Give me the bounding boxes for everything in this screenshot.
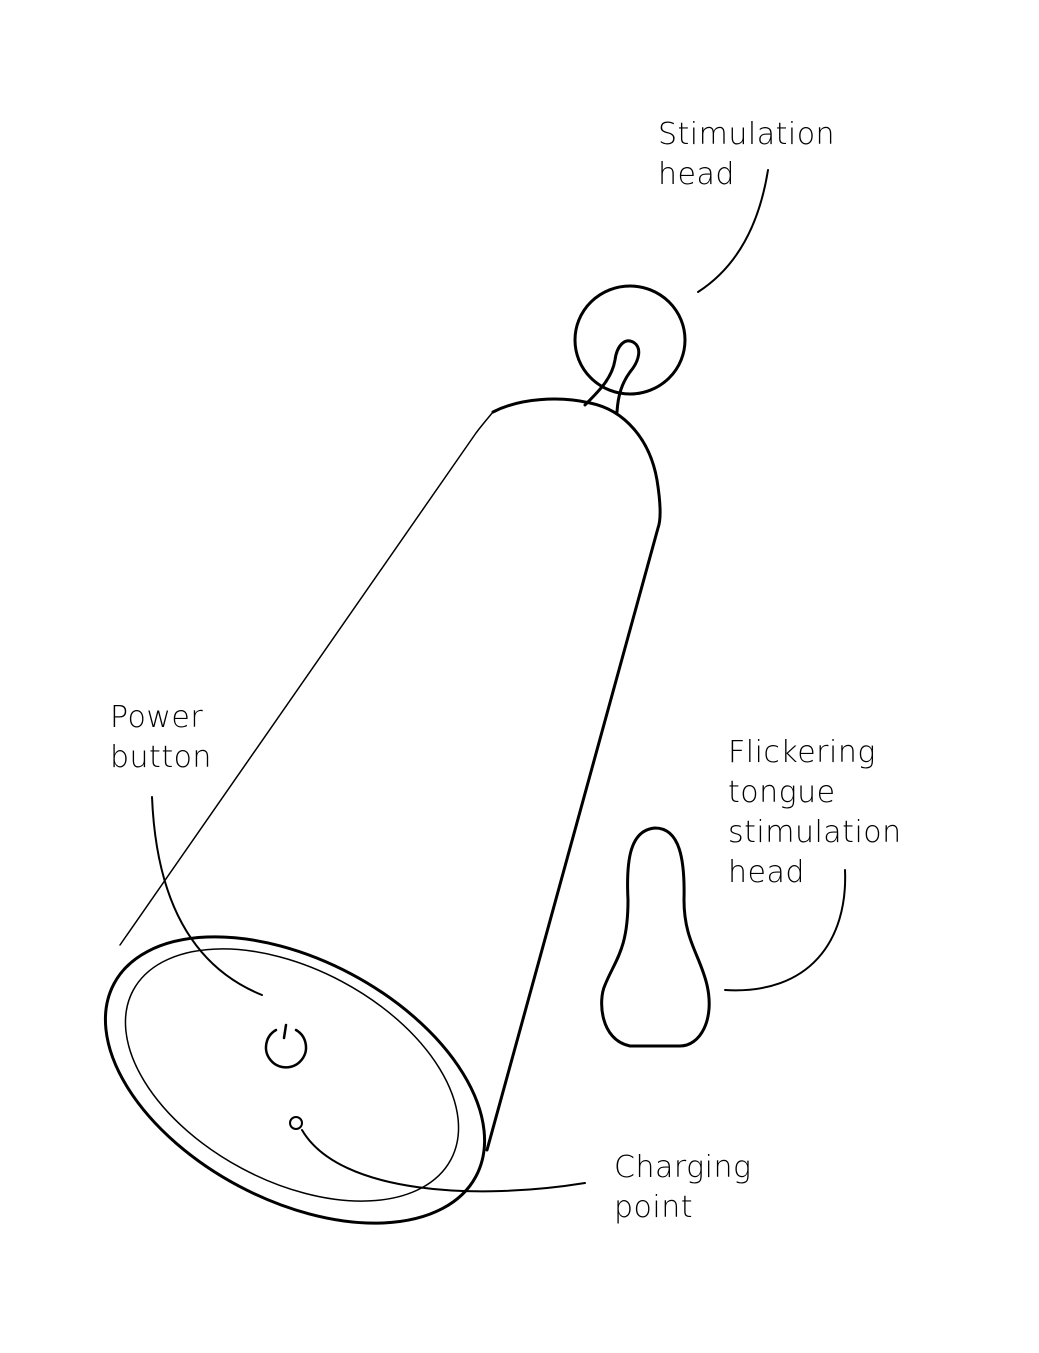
label-line: point	[614, 1190, 694, 1225]
device-body	[103, 397, 662, 1225]
label-line: stimulation	[728, 815, 902, 850]
label-line: button	[110, 740, 212, 775]
charging-port-icon	[289, 1116, 303, 1130]
leader-line-flickering-tongue	[724, 869, 847, 992]
label-power-button: Power button	[110, 698, 212, 778]
label-line: Flickering	[728, 735, 876, 770]
label-line: Stimulation	[658, 117, 836, 152]
label-stimulation-head: Stimulation head	[658, 115, 835, 195]
label-flickering-tongue: Flickering tongue stimulation head	[728, 733, 902, 893]
leader-line-stimulation-head	[697, 169, 769, 293]
leader-line-charging-point	[301, 1129, 586, 1193]
power-icon	[264, 1023, 308, 1069]
label-line: Power	[110, 700, 204, 735]
label-line: head	[658, 157, 735, 192]
leader-line-power-button	[151, 796, 263, 996]
label-charging-point: Charging point	[614, 1148, 752, 1228]
label-line: Charging	[614, 1150, 752, 1185]
stimulation-head-drawing	[573, 284, 687, 414]
flickering-tongue-drawing	[600, 826, 711, 1048]
label-line: head	[728, 855, 805, 890]
label-line: tongue	[728, 775, 836, 810]
